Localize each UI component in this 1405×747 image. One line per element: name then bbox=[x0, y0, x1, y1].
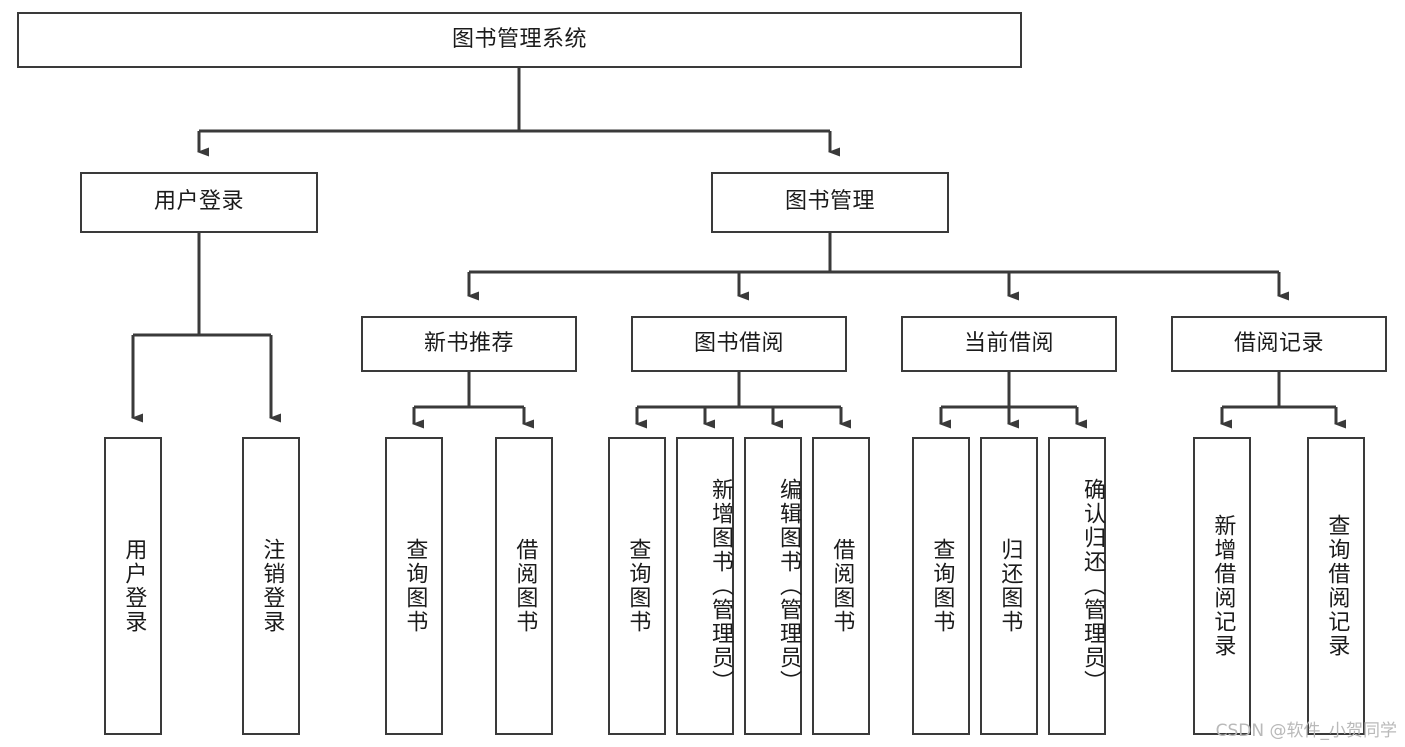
node-label: 图书管理 bbox=[784, 189, 875, 215]
node-label: 查询图书 bbox=[929, 538, 955, 634]
node-label: 注销登录 bbox=[259, 538, 285, 634]
csdn-watermark: CSDN @软件_小贺同学 bbox=[1215, 721, 1397, 741]
node-label: 查询图书 bbox=[625, 538, 651, 634]
leaf-user-login-logout[interactable]: 注销登录 bbox=[242, 437, 300, 735]
leaf-new-book-borrow-book[interactable]: 借阅图书 bbox=[495, 437, 553, 735]
leaf-book-borrow-borrow-book[interactable]: 借阅图书 bbox=[812, 437, 870, 735]
node-current-borrow[interactable]: 当前借阅 bbox=[901, 316, 1117, 372]
node-label: 归还图书 bbox=[997, 538, 1023, 634]
node-label: 用户登录 bbox=[121, 538, 147, 634]
leaf-book-borrow-query-book[interactable]: 查询图书 bbox=[608, 437, 666, 735]
node-book-management[interactable]: 图书管理 bbox=[711, 172, 949, 233]
leaf-new-book-query-book[interactable]: 查询图书 bbox=[385, 437, 443, 735]
leaf-book-borrow-edit-book-admin[interactable]: 编辑图书（管理员） bbox=[744, 437, 802, 735]
leaf-current-borrow-confirm-return-admin[interactable]: 确认归还（管理员） bbox=[1048, 437, 1106, 735]
node-label: 新书推荐 bbox=[423, 330, 514, 356]
leaf-current-borrow-return-book[interactable]: 归还图书 bbox=[980, 437, 1038, 735]
node-label: 用户登录 bbox=[153, 189, 244, 215]
node-root-book-management-system[interactable]: 图书管理系统 bbox=[17, 12, 1022, 68]
node-user-login[interactable]: 用户登录 bbox=[80, 172, 318, 233]
node-borrow-record[interactable]: 借阅记录 bbox=[1171, 316, 1387, 372]
node-new-book-recommend[interactable]: 新书推荐 bbox=[361, 316, 577, 372]
leaf-user-login-login[interactable]: 用户登录 bbox=[104, 437, 162, 735]
leaf-borrow-record-add-record[interactable]: 新增借阅记录 bbox=[1193, 437, 1251, 735]
node-label: 查询借阅记录 bbox=[1324, 514, 1350, 658]
node-label: 新增借阅记录 bbox=[1210, 514, 1236, 658]
node-label: 查询图书 bbox=[402, 538, 428, 634]
node-label: 确认归还（管理员） bbox=[1080, 478, 1105, 694]
leaf-book-borrow-add-book-admin[interactable]: 新增图书（管理员） bbox=[676, 437, 734, 735]
leaf-current-borrow-query-book[interactable]: 查询图书 bbox=[912, 437, 970, 735]
node-label: 当前借阅 bbox=[963, 330, 1054, 356]
leaf-borrow-record-query-record[interactable]: 查询借阅记录 bbox=[1307, 437, 1365, 735]
node-label: 借阅记录 bbox=[1233, 330, 1324, 356]
node-label: 图书管理系统 bbox=[451, 26, 587, 52]
node-label: 图书借阅 bbox=[693, 330, 784, 356]
node-label: 借阅图书 bbox=[829, 538, 855, 634]
node-label: 借阅图书 bbox=[512, 538, 538, 634]
node-book-borrow[interactable]: 图书借阅 bbox=[631, 316, 847, 372]
node-label: 新增图书（管理员） bbox=[708, 478, 733, 694]
node-label: 编辑图书（管理员） bbox=[776, 478, 801, 694]
